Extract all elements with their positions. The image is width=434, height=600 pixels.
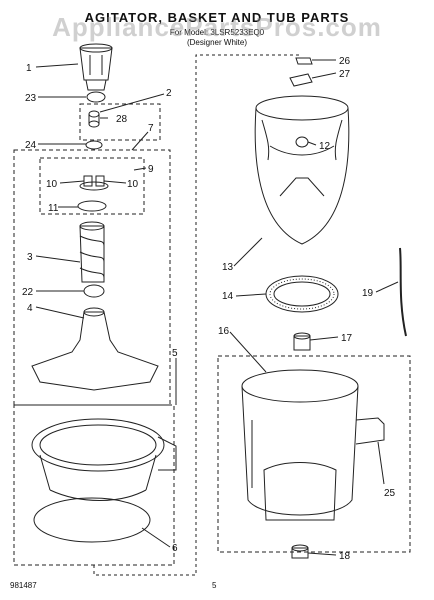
agitator-auger-3 <box>79 221 105 283</box>
cover-27 <box>289 73 313 87</box>
model-line: For Model: 3LSR5233EQ0 <box>169 28 265 37</box>
callout-9: 9 <box>148 164 154 175</box>
callout-7: 7 <box>148 123 154 134</box>
callout-5: 5 <box>172 348 178 359</box>
cap-26 <box>295 57 313 65</box>
tub-ring-5 <box>31 418 177 501</box>
group-box-16 <box>217 355 411 553</box>
washer-24 <box>85 140 103 150</box>
bearing-22 <box>83 284 105 298</box>
group-box-2 <box>79 103 161 141</box>
footer-code: 981487 <box>10 581 37 590</box>
cam-28 <box>88 110 100 128</box>
hose-19 <box>399 247 407 337</box>
callout-14: 14 <box>222 291 234 302</box>
callout-6: 6 <box>172 543 178 554</box>
callout-23: 23 <box>25 93 37 104</box>
callout-24: 24 <box>25 140 37 151</box>
callout-22: 22 <box>22 287 34 298</box>
callout-10-right: 10 <box>127 179 139 190</box>
callout-28: 28 <box>116 114 128 125</box>
callout-17: 17 <box>341 333 353 344</box>
agitator-base-4 <box>31 307 159 391</box>
outer-tub-16 <box>241 369 385 521</box>
callout-10-left: 10 <box>46 179 58 190</box>
callout-labels: 1 2 3 4 5 6 7 9 10 10 11 12 13 14 16 17 … <box>22 56 396 562</box>
group-box-9 <box>39 157 145 215</box>
footer-page-number: 5 <box>212 581 217 590</box>
callout-25: 25 <box>384 488 396 499</box>
callout-4: 4 <box>27 303 33 314</box>
callout-26: 26 <box>339 56 351 67</box>
callout-27: 27 <box>339 69 351 80</box>
balance-ring-14 <box>265 275 339 313</box>
connector-line <box>93 54 300 576</box>
callout-3: 3 <box>27 252 33 263</box>
callout-18: 18 <box>339 551 351 562</box>
hub-17 <box>293 332 311 351</box>
callout-11: 11 <box>48 203 59 214</box>
agitator-dogs-10 <box>79 175 109 191</box>
callout-13: 13 <box>222 262 234 273</box>
wash-basket-13 <box>254 95 350 245</box>
callout-19: 19 <box>362 288 374 299</box>
callout-1: 1 <box>26 63 32 74</box>
tub-clamp-6 <box>33 497 151 543</box>
callout-2: 2 <box>166 88 172 99</box>
agitator-cap <box>79 43 113 91</box>
callout-12: 12 <box>319 141 331 152</box>
color-line: (Designer White) <box>186 38 247 47</box>
group-box-7 <box>13 149 171 406</box>
callout-16: 16 <box>218 326 230 337</box>
seal-23 <box>86 91 106 103</box>
ring-11 <box>77 200 107 212</box>
leader-lines <box>35 59 399 556</box>
page-title: AGITATOR, BASKET AND TUB PARTS <box>84 10 350 25</box>
